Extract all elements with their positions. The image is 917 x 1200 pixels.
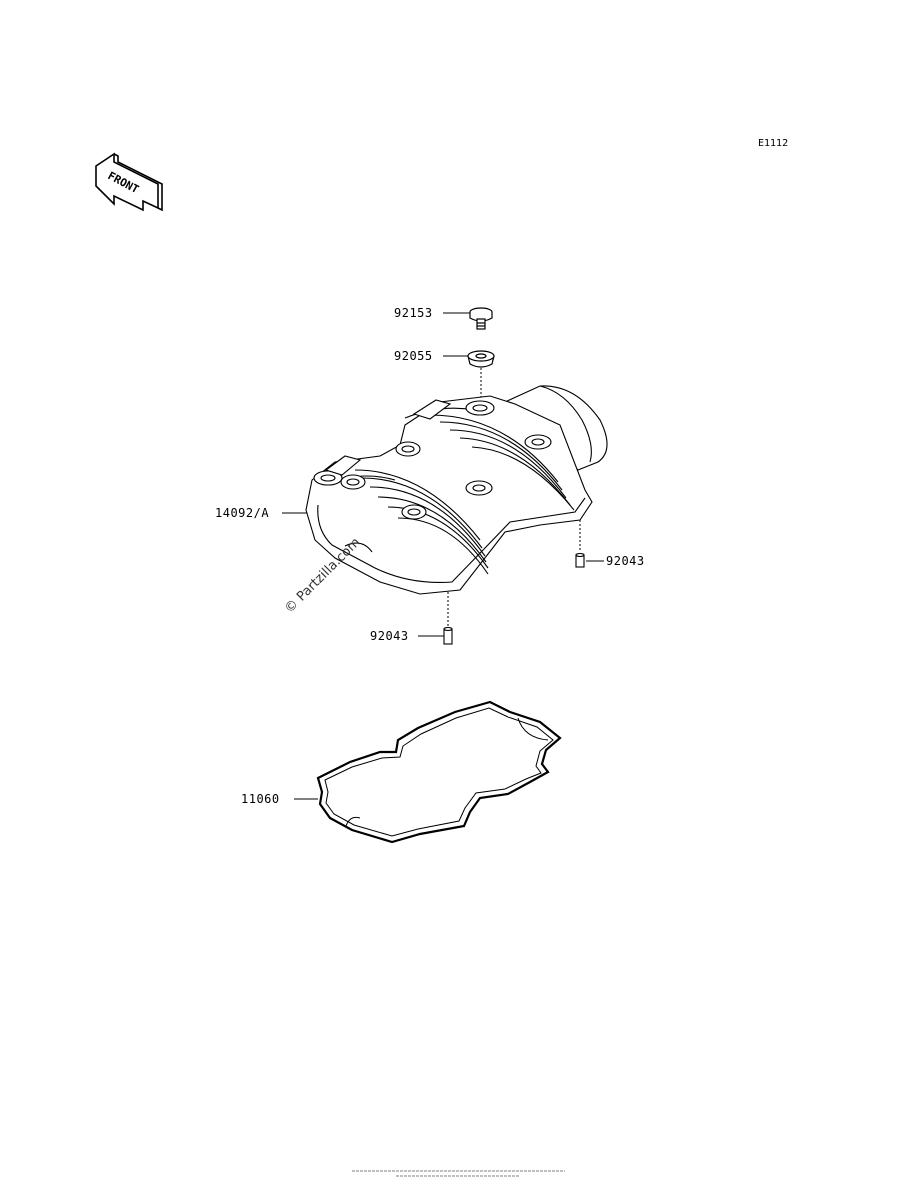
grommet-92055-icon xyxy=(467,350,495,368)
front-arrow-icon: FRONT xyxy=(95,152,163,212)
bolt-92153-icon xyxy=(469,307,493,330)
footer-fine-print xyxy=(300,1168,617,1181)
part-label-92043-right[interactable]: 92043 xyxy=(606,554,645,568)
footer-fine-print-lines xyxy=(352,1170,565,1177)
diagram-reference-code: E1112 xyxy=(758,138,789,149)
part-label-92153[interactable]: 92153 xyxy=(394,306,433,320)
leader-lines xyxy=(282,312,604,800)
dowel-pin-bottom-icon xyxy=(443,626,453,645)
part-label-14092a[interactable]: 14092/A xyxy=(215,506,270,520)
part-label-11060[interactable]: 11060 xyxy=(241,792,280,806)
gasket-11060-icon xyxy=(316,700,562,844)
cylinder-head-cover-icon xyxy=(305,385,608,595)
part-label-92043-bottom[interactable]: 92043 xyxy=(370,629,409,643)
dowel-pin-right-icon xyxy=(575,552,585,568)
part-label-92055[interactable]: 92055 xyxy=(394,349,433,363)
